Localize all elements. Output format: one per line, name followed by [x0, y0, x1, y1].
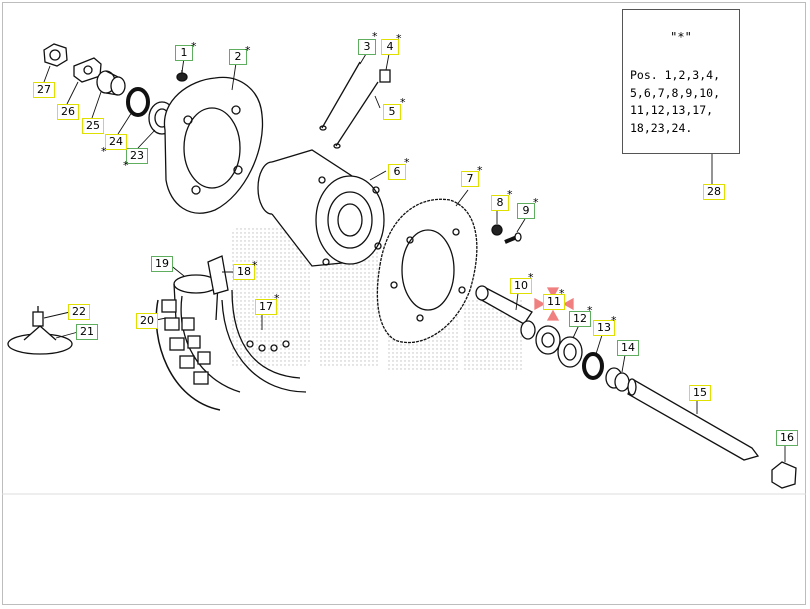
part-2-brake-disc[interactable]	[163, 76, 264, 214]
star-18: *	[252, 259, 258, 272]
star-2: *	[245, 44, 251, 57]
star-12: *	[587, 304, 593, 317]
label-25[interactable]: 25	[82, 118, 104, 134]
label-19[interactable]: 19	[151, 256, 173, 272]
label-9[interactable]: 9	[517, 203, 535, 219]
label-2[interactable]: 2	[229, 49, 247, 65]
note-body: Pos. 1,2,3,4, 5,6,7,8,9,10, 11,12,13,17,…	[630, 68, 721, 135]
label-4[interactable]: 4	[381, 39, 399, 55]
label-22[interactable]: 22	[68, 304, 90, 320]
part-21-rim-lock[interactable]	[7, 325, 73, 355]
part-5-bolt[interactable]	[333, 81, 379, 149]
label-27[interactable]: 27	[33, 82, 55, 98]
part-3-bolt[interactable]	[319, 61, 361, 131]
label-28[interactable]: 28	[703, 184, 725, 200]
label-15[interactable]: 15	[689, 385, 711, 401]
part-25-spacer[interactable]	[96, 70, 126, 96]
star-1: *	[191, 40, 197, 53]
star-3: *	[372, 30, 378, 43]
label-14[interactable]: 14	[617, 340, 639, 356]
label-21[interactable]: 21	[76, 324, 98, 340]
label-3[interactable]: 3	[358, 39, 376, 55]
label-11[interactable]: 11	[543, 294, 565, 310]
star-6: *	[404, 156, 410, 169]
label-16[interactable]: 16	[776, 430, 798, 446]
note-title: "*"	[670, 30, 692, 44]
part-15-axle[interactable]	[627, 378, 760, 461]
part-7-sprocket[interactable]	[376, 198, 478, 344]
star-8: *	[507, 188, 513, 201]
note-box: "*" Pos. 1,2,3,4, 5,6,7,8,9,10, 11,12,13…	[622, 9, 740, 154]
label-18[interactable]: 18	[233, 264, 255, 280]
part-12-bearing[interactable]	[557, 336, 583, 368]
part-6-hub[interactable]	[257, 149, 385, 267]
label-6[interactable]: 6	[388, 164, 406, 180]
star-5: *	[400, 96, 406, 109]
part-26-chain-adjuster[interactable]	[73, 57, 102, 83]
part-8-nut[interactable]	[491, 224, 503, 236]
part-18-rim-tape[interactable]	[207, 255, 229, 295]
label-20[interactable]: 20	[136, 313, 158, 329]
part-13-oil-seal[interactable]	[582, 352, 604, 380]
part-17-rim[interactable]	[221, 289, 307, 393]
part-11-bearing[interactable]	[535, 325, 561, 355]
star-9: *	[533, 196, 539, 209]
label-8[interactable]: 8	[491, 195, 509, 211]
part-11-bearing-highlight[interactable]	[534, 287, 574, 321]
part-27-nut[interactable]	[43, 43, 68, 67]
star-7: *	[477, 164, 483, 177]
part-16-axle-nut[interactable]	[771, 461, 797, 489]
part-9-bolt[interactable]	[504, 232, 522, 244]
star-17: *	[274, 292, 280, 305]
label-5[interactable]: 5	[383, 104, 401, 120]
label-13[interactable]: 13	[593, 320, 615, 336]
star-10: *	[528, 271, 534, 284]
star-23: *	[123, 159, 129, 172]
label-23[interactable]: 23	[126, 148, 148, 164]
star-11: *	[559, 287, 565, 300]
label-24[interactable]: 24	[105, 134, 127, 150]
star-4: *	[396, 32, 402, 45]
part-10-spacer-tube[interactable]	[475, 285, 536, 340]
label-7[interactable]: 7	[461, 171, 479, 187]
part-22-nut[interactable]	[32, 306, 44, 327]
part-4-nut[interactable]	[379, 69, 391, 83]
leader-lines	[43, 53, 786, 462]
label-17[interactable]: 17	[255, 299, 277, 315]
label-1[interactable]: 1	[175, 45, 193, 61]
label-10[interactable]: 10	[510, 278, 532, 294]
part-24-oil-seal[interactable]	[126, 87, 150, 117]
star-24: *	[101, 145, 107, 158]
star-13: *	[611, 314, 617, 327]
label-26[interactable]: 26	[57, 104, 79, 120]
part-20-tire[interactable]	[155, 295, 241, 411]
label-12[interactable]: 12	[569, 311, 591, 327]
